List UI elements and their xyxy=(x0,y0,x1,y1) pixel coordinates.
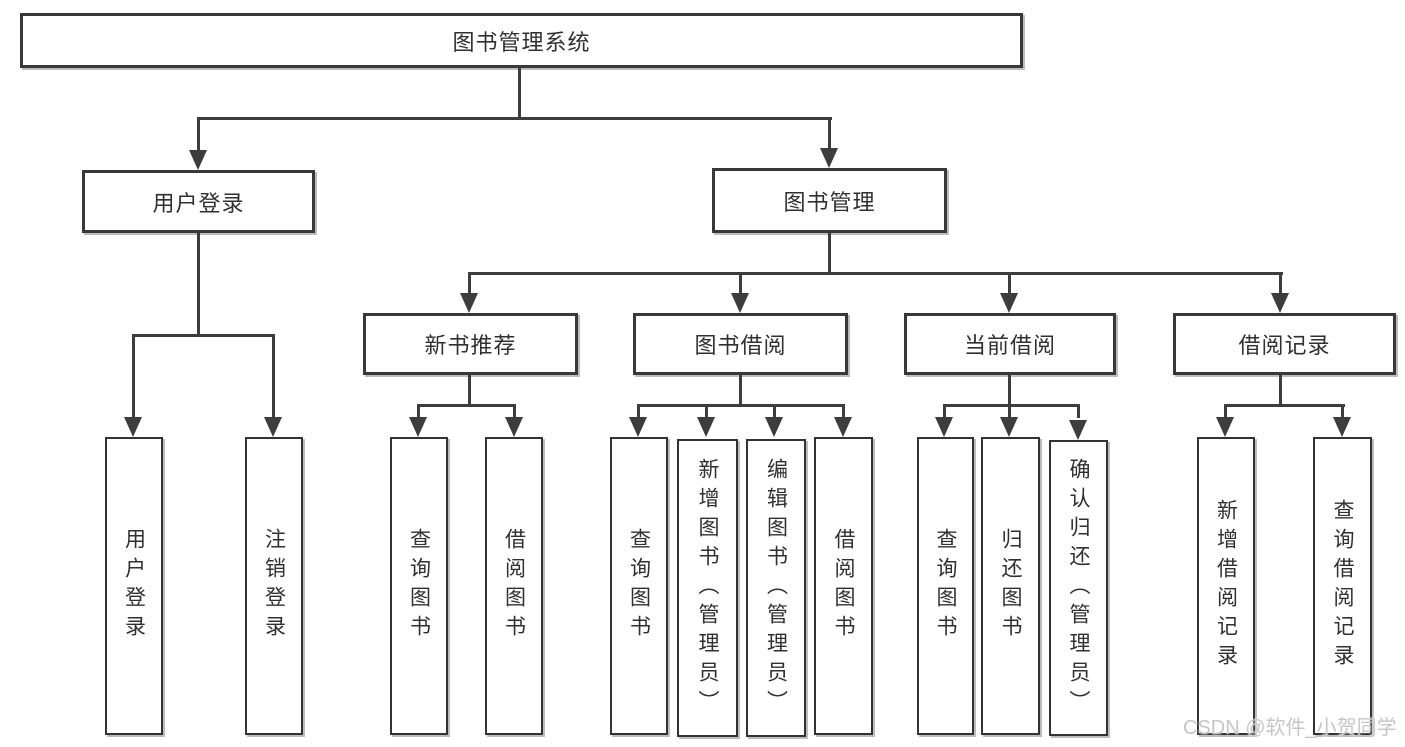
connector-user-login-stem xyxy=(197,233,200,336)
connector-to-current-borrow xyxy=(1008,272,1011,294)
node-leaf-nbr-borrow-books: 借阅图书 xyxy=(485,437,543,735)
connector-user-login-branch xyxy=(132,334,275,337)
connector-book-borrow-stem xyxy=(739,375,742,406)
node-leaf-cb-query-books-label: 查询图书 xyxy=(934,528,958,644)
arrowhead-to-br-query xyxy=(1333,417,1351,437)
connector-current-borrow-branch xyxy=(943,404,1080,407)
node-leaf-nbr-borrow-books-label: 借阅图书 xyxy=(502,528,526,644)
node-book-borrow: 图书借阅 xyxy=(633,313,848,375)
node-leaf-user-login: 用户登录 xyxy=(105,437,163,735)
connector-to-br-query xyxy=(1341,404,1344,418)
node-leaf-cb-confirm-return-label: 确认归还（管理员） xyxy=(1067,457,1091,719)
node-root-label: 图书管理系统 xyxy=(452,29,591,55)
connector-to-user-login xyxy=(197,117,200,151)
arrowhead-to-borrow-record xyxy=(1271,293,1289,313)
connector-level1-branch xyxy=(197,117,832,120)
connector-to-ul-login xyxy=(132,334,135,417)
arrowhead-to-current-borrow xyxy=(1000,293,1018,313)
arrowhead-to-bb-add xyxy=(697,417,715,437)
arrowhead-to-ul-logout xyxy=(264,417,282,437)
connector-to-book-borrow xyxy=(739,272,742,294)
node-book-borrow-label: 图书借阅 xyxy=(694,333,787,358)
connector-to-new-book-rec xyxy=(468,272,471,294)
connector-borrow-record-branch xyxy=(1224,404,1345,407)
arrowhead-to-bb-borrow xyxy=(834,417,852,437)
node-leaf-nbr-query-books: 查询图书 xyxy=(390,437,448,735)
node-current-borrow-label: 当前借阅 xyxy=(963,333,1056,358)
node-leaf-cb-return-books: 归还图书 xyxy=(981,437,1040,735)
connector-to-book-mgmt xyxy=(828,117,831,151)
node-leaf-logout-label: 注销登录 xyxy=(262,528,286,644)
arrowhead-to-cb-return xyxy=(1000,417,1018,437)
node-leaf-bb-query-books: 查询图书 xyxy=(610,437,668,735)
arrowhead-to-book-mgmt xyxy=(820,148,838,168)
arrowhead-to-br-add xyxy=(1216,417,1234,437)
arrowhead-to-cb-query xyxy=(935,417,953,437)
node-leaf-cb-confirm-return: 确认归还（管理员） xyxy=(1049,440,1108,736)
node-leaf-br-add-record-label: 新增借阅记录 xyxy=(1214,499,1238,673)
connector-to-cb-query xyxy=(943,404,946,418)
csdn-watermark: CSDN @软件_小贺同学 xyxy=(1183,717,1397,739)
node-book-mgmt: 图书管理 xyxy=(712,168,947,233)
node-borrow-record-label: 借阅记录 xyxy=(1238,333,1331,358)
connector-new-book-rec-branch xyxy=(417,404,516,407)
node-leaf-nbr-query-books-label: 查询图书 xyxy=(407,528,431,644)
connector-root-stem xyxy=(518,67,521,119)
arrowhead-to-bb-query xyxy=(629,417,647,437)
connector-to-bb-add xyxy=(705,404,708,418)
arrowhead-to-cb-confirm xyxy=(1069,420,1087,440)
node-leaf-br-add-record: 新增借阅记录 xyxy=(1197,437,1255,735)
connector-to-bb-query xyxy=(637,404,640,418)
connector-to-nbr-query xyxy=(417,404,420,418)
node-leaf-bb-edit-books-label: 编辑图书（管理员） xyxy=(764,457,788,719)
node-book-mgmt-label: 图书管理 xyxy=(783,189,876,215)
node-leaf-cb-return-books-label: 归还图书 xyxy=(999,528,1023,644)
node-leaf-logout: 注销登录 xyxy=(245,437,303,735)
connector-to-borrow-record xyxy=(1279,272,1282,294)
arrowhead-to-user-login xyxy=(189,150,207,170)
connector-current-borrow-stem xyxy=(1008,375,1011,406)
arrowhead-to-new-book-rec xyxy=(460,293,478,313)
connector-to-cb-confirm xyxy=(1077,404,1080,418)
node-leaf-cb-query-books: 查询图书 xyxy=(917,437,974,735)
arrowhead-to-bb-edit xyxy=(765,417,783,437)
node-leaf-bb-borrow-books-label: 借阅图书 xyxy=(832,528,856,644)
connector-borrow-record-stem xyxy=(1279,375,1282,406)
node-leaf-bb-edit-books: 编辑图书（管理员） xyxy=(746,439,806,737)
arrowhead-to-nbr-query xyxy=(409,417,427,437)
node-root: 图书管理系统 xyxy=(20,13,1023,68)
node-current-borrow: 当前借阅 xyxy=(904,313,1116,375)
connector-to-cb-return xyxy=(1008,404,1011,418)
node-new-book-rec-label: 新书推荐 xyxy=(424,333,517,358)
connector-to-bb-edit xyxy=(773,404,776,418)
arrowhead-to-nbr-borrow xyxy=(505,417,523,437)
node-leaf-br-query-record: 查询借阅记录 xyxy=(1313,437,1372,735)
node-leaf-user-login-label: 用户登录 xyxy=(122,528,146,644)
connector-to-br-add xyxy=(1224,404,1227,418)
connector-to-ul-logout xyxy=(272,334,275,417)
node-borrow-record: 借阅记录 xyxy=(1173,313,1396,375)
node-user-login-label: 用户登录 xyxy=(152,190,245,216)
connector-level3-branch xyxy=(468,272,1283,275)
connector-book-mgmt-stem xyxy=(828,233,831,274)
node-leaf-bb-add-books-label: 新增图书（管理员） xyxy=(696,457,720,719)
node-leaf-bb-query-books-label: 查询图书 xyxy=(627,528,651,644)
node-leaf-bb-add-books: 新增图书（管理员） xyxy=(677,439,738,737)
node-new-book-rec: 新书推荐 xyxy=(363,313,578,375)
node-leaf-bb-borrow-books: 借阅图书 xyxy=(814,437,873,735)
node-user-login: 用户登录 xyxy=(82,170,315,233)
arrowhead-to-book-borrow xyxy=(731,293,749,313)
node-leaf-br-query-record-label: 查询借阅记录 xyxy=(1331,499,1355,673)
arrowhead-to-ul-login xyxy=(124,417,142,437)
connector-new-book-rec-stem xyxy=(468,375,471,406)
connector-to-nbr-borrow xyxy=(513,404,516,418)
connector-to-bb-borrow xyxy=(842,404,845,418)
connector-book-borrow-branch xyxy=(637,404,845,407)
